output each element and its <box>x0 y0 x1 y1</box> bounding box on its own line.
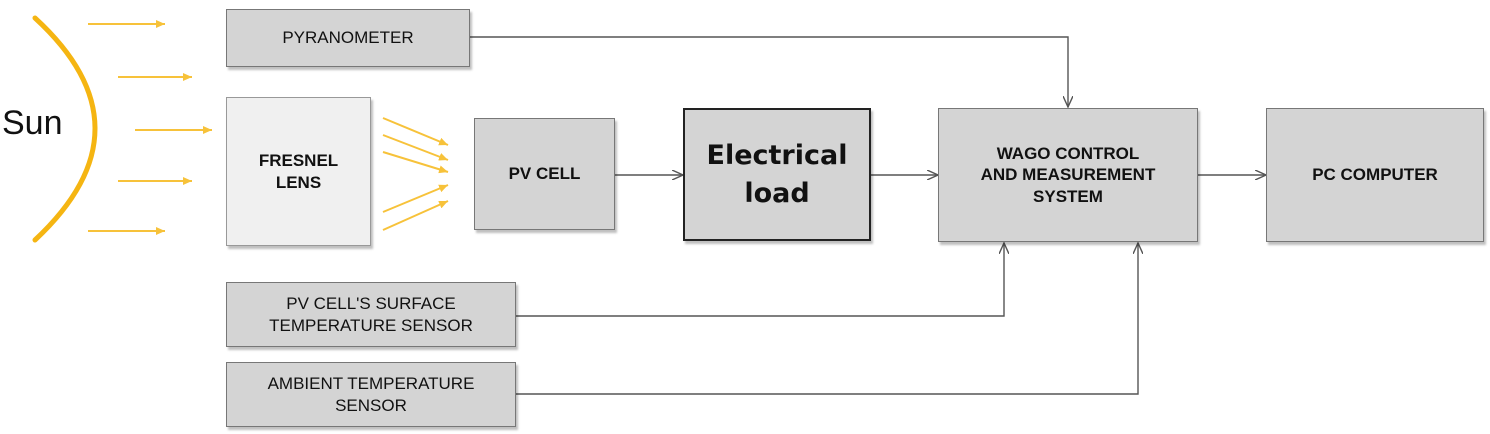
pyranometer-label: PYRANOMETER <box>282 28 414 48</box>
connector-ambient-sensor-wago <box>516 243 1138 395</box>
fresnel-lens-label-line1: FRESNEL <box>258 151 339 171</box>
connector-surface-sensor-wago <box>516 243 1004 317</box>
focused-ray <box>382 134 449 161</box>
focused-ray <box>382 117 449 146</box>
pc-computer-label: PC COMPUTER <box>1312 165 1438 185</box>
pv-cell-label: PV CELL <box>508 164 581 184</box>
pv-cell-block: PV CELL <box>474 118 615 230</box>
connector-pyranometer-wago <box>470 36 1068 107</box>
electrical-load-block: Electrical load <box>683 108 871 241</box>
wago-block: WAGO CONTROL AND MEASUREMENT SYSTEM <box>938 108 1198 242</box>
wago-label-line2: AND MEASUREMENT <box>980 165 1156 185</box>
fresnel-lens-label-line2: LENS <box>275 172 322 192</box>
pyranometer-block: PYRANOMETER <box>226 9 470 67</box>
wago-label-line1: WAGO CONTROL <box>996 144 1140 164</box>
fresnel-lens-block: FRESNEL LENS <box>226 97 371 246</box>
focused-ray <box>382 151 449 174</box>
electrical-load-label-line1: Electrical <box>706 139 848 171</box>
ambient-temp-sensor-label-line1: AMBIENT TEMPERATURE <box>267 374 475 394</box>
ambient-temp-sensor-label-line2: SENSOR <box>335 395 407 415</box>
electrical-load-label-line2: load <box>744 177 810 209</box>
ambient-temp-sensor-block: AMBIENT TEMPERATURE SENSOR <box>226 362 516 427</box>
focused-ray <box>382 200 449 231</box>
surface-temp-sensor-block: PV CELL'S SURFACE TEMPERATURE SENSOR <box>226 282 516 347</box>
sun-label: Sun <box>2 104 63 142</box>
sun-arc <box>32 15 98 243</box>
surface-temp-sensor-label-line1: PV CELL'S SURFACE <box>286 294 456 314</box>
surface-temp-sensor-label-line2: TEMPERATURE SENSOR <box>269 315 473 335</box>
wago-label-line3: SYSTEM <box>1033 186 1103 206</box>
focused-ray <box>382 184 449 213</box>
pc-computer-block: PC COMPUTER <box>1266 108 1484 242</box>
